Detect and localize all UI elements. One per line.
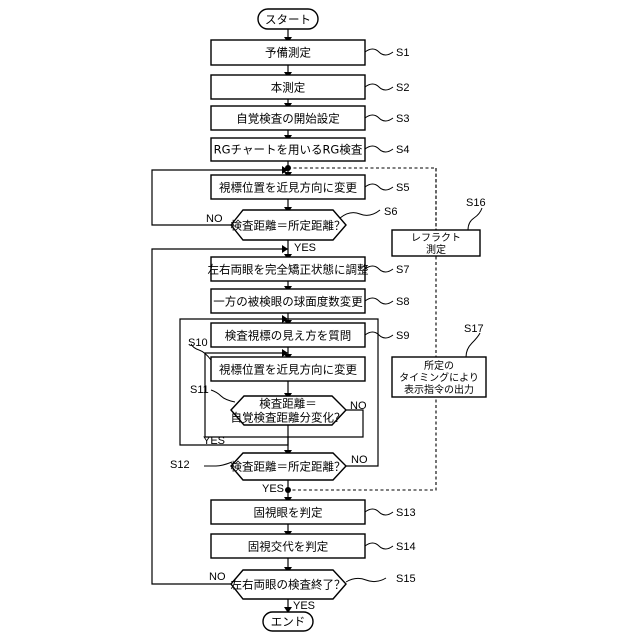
side-s17-line2: タイミングにより [399,371,479,384]
decision-s12-text: 検査距離＝所定距離？ [231,460,346,474]
label-S3: S3 [396,113,409,125]
start-label: スタート [265,13,311,27]
label-S2: S2 [396,82,409,94]
branch-s11-yes: YES [203,435,225,447]
branch-s11-no: NO [350,400,367,412]
label-S15: S15 [396,573,416,585]
branch-s15-no: NO [209,571,226,583]
step-s7: 左右両眼を完全矯正状態に調整 [208,257,369,281]
label-S11: S11 [190,384,209,396]
step-s3-text: 自覚検査の開始設定 [236,112,340,126]
decision-s11-text-line2: 自覚検査距離分変化？ [231,411,346,425]
step-s9-text: 検査視標の見え方を質問 [225,329,352,343]
step-s10: 視標位置を近見方向に変更 [211,357,365,381]
side-s16-line1: レフラクト [411,232,461,244]
label-S7: S7 [396,264,409,276]
end-terminator: エンド [263,612,313,631]
decision-s6-text: 検査距離＝所定距離？ [231,219,346,233]
step-s2: 本測定 [211,75,365,99]
label-S4: S4 [396,144,409,156]
step-s1: 予備測定 [211,40,365,65]
step-s14-text: 固視交代を判定 [248,540,329,554]
decision-s15-text: 左右両眼の検査終了？ [231,578,346,592]
step-s13-text: 固視眼を判定 [254,506,323,520]
decision-s6: 検査距離＝所定距離？ [231,210,347,240]
step-s14: 固視交代を判定 [211,534,365,558]
step-s9: 検査視標の見え方を質問 [211,323,365,347]
step-s5-text: 視標位置を近見方向に変更 [219,181,357,195]
start-terminator: スタート [258,9,318,29]
side-s17-line1: 所定の [424,359,454,372]
label-S14: S14 [396,541,416,553]
step-s2-text: 本測定 [271,81,306,95]
step-s13: 固視眼を判定 [211,500,365,524]
label-S13: S13 [396,507,416,519]
label-S1: S1 [396,47,409,59]
label-S5: S5 [396,182,409,194]
step-s10-text: 視標位置を近見方向に変更 [219,363,357,377]
side-box-s17: 所定の タイミングにより 表示指令の出力 [392,357,486,397]
step-s5: 視標位置を近見方向に変更 [211,175,365,199]
step-s7-text: 左右両眼を完全矯正状態に調整 [208,263,369,277]
branch-s6-no: NO [206,213,223,225]
decision-s11: 検査距離＝ 自覚検査距離分変化？ [231,396,347,425]
side-box-s16: レフラクト 測定 [392,230,480,256]
label-S9: S9 [396,330,409,342]
label-S10: S10 [188,337,208,349]
step-s4: RGチャートを用いるRG検査 [211,138,365,161]
step-s4-text: RGチャートを用いるRG検査 [214,143,363,157]
label-S8: S8 [396,296,409,308]
side-s17-line3: 表示指令の出力 [404,383,474,396]
end-label: エンド [271,615,306,629]
decision-s11-text-line1: 検査距離＝ [259,397,317,411]
step-s8-text: 一方の被検眼の球面度数変更 [213,295,363,309]
side-s16-line2: 測定 [426,243,446,256]
label-S16: S16 [466,197,486,209]
branch-s15-yes: YES [293,600,315,612]
decision-s12: 検査距離＝所定距離？ [231,453,347,480]
step-s8: 一方の被検眼の球面度数変更 [211,289,365,313]
decision-s15: 左右両眼の検査終了？ [231,570,347,599]
branch-s12-yes: YES [262,483,284,495]
label-S6: S6 [384,206,397,218]
label-S12: S12 [170,459,190,471]
branch-s12-no: NO [351,454,368,466]
step-s1-text: 予備測定 [265,46,311,60]
step-s3: 自覚検査の開始設定 [211,106,365,130]
label-S17: S17 [464,323,484,335]
branch-s6-yes: YES [294,242,316,254]
